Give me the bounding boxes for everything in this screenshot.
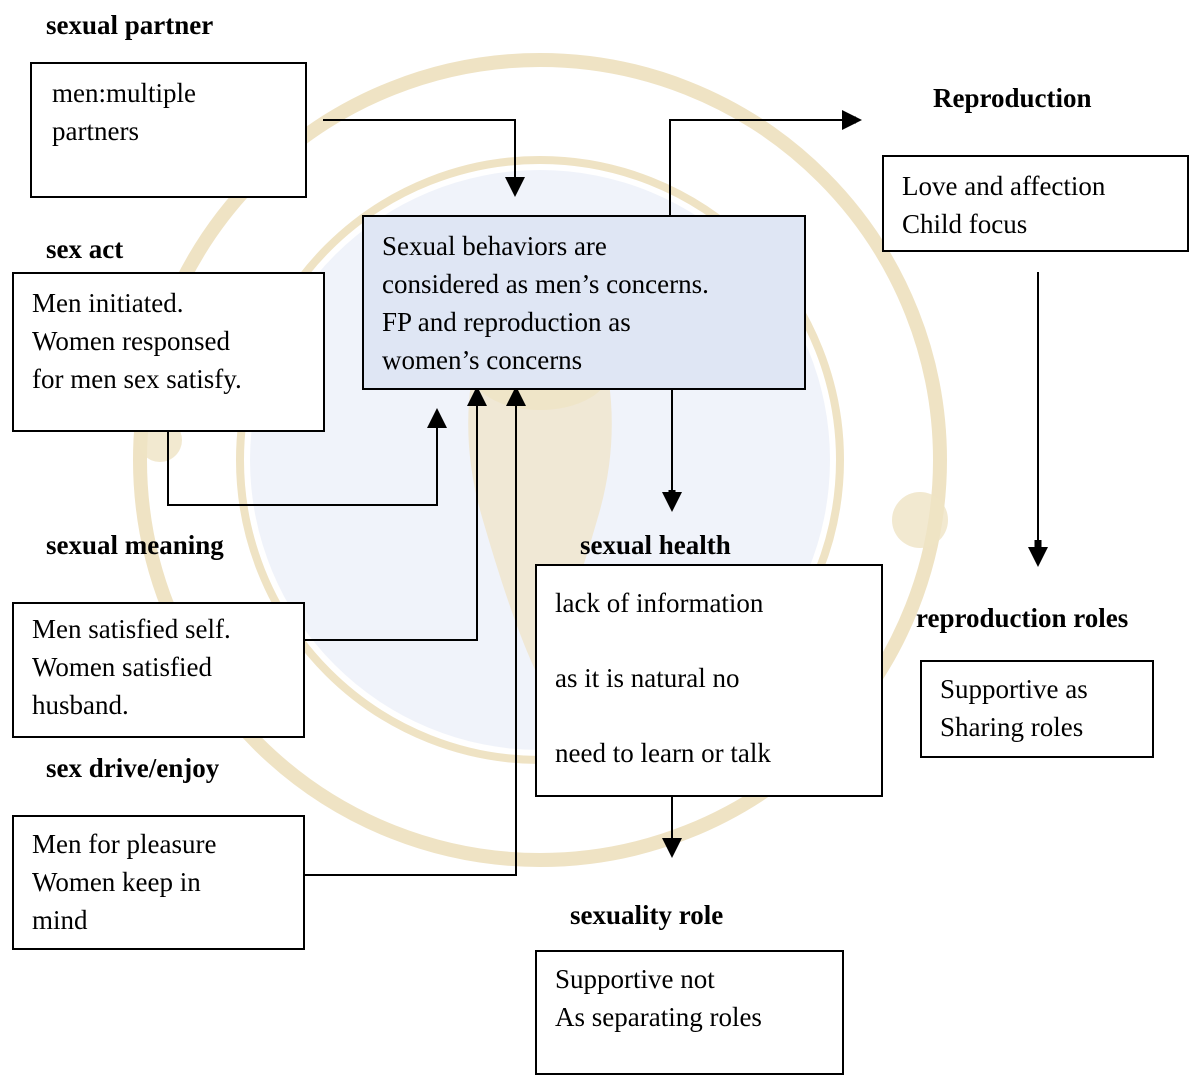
heading-sexual-meaning: sexual meaning (46, 530, 224, 560)
sexual-health-line-3: need to learn or talk (555, 738, 771, 768)
heading-sexuality-role: sexuality role (570, 900, 724, 930)
box-sexuality-role: Supportive not As separating roles (535, 950, 844, 1075)
reproduction-line-2: Child focus (902, 209, 1028, 239)
box-sexual-health: lack of information as it is natural no … (535, 564, 883, 797)
heading-sexual-health: sexual health (580, 530, 731, 560)
center-line-2: considered as men’s concerns. (382, 269, 709, 299)
sex-drive-line-3: mind (32, 905, 88, 935)
sexual-health-line-1: lack of information (555, 588, 764, 618)
sex-act-line-3: for men sex satisfy. (32, 364, 242, 394)
arrow-sexact-to-center (167, 408, 447, 506)
center-line-3: FP and reproduction as (382, 307, 631, 337)
box-sex-act: Men initiated. Women responsed for men s… (12, 272, 325, 432)
arrow-drive-to-center (305, 386, 526, 876)
reproduction-line-1: Love and affection (902, 171, 1106, 201)
sex-drive-line-2: Women keep in (32, 867, 201, 897)
arrow-meaning-to-center (305, 386, 487, 641)
sexual-meaning-line-2: Women satisfied (32, 652, 213, 682)
box-sexual-meaning: Men satisfied self. Women satisfied husb… (12, 602, 305, 738)
heading-sex-act: sex act (46, 234, 124, 264)
box-center-concerns: Sexual behaviors are considered as men’s… (362, 215, 806, 390)
arrow-center-to-reproduction (669, 110, 862, 215)
box-reproduction: Love and affection Child focus (882, 155, 1189, 252)
arrow-partner-to-center (323, 119, 525, 197)
heading-sex-drive: sex drive/enjoy (46, 753, 220, 783)
reproduction-roles-line-1: Supportive as (940, 674, 1088, 704)
sexual-partner-line-2: partners (52, 116, 139, 146)
heading-reproduction-roles: reproduction roles (916, 603, 1129, 633)
sexual-meaning-line-3: husband. (32, 690, 129, 720)
box-sex-drive: Men for pleasure Women keep in mind (12, 815, 305, 950)
heading-reproduction: Reproduction (933, 83, 1092, 113)
sexual-health-line-2: as it is natural no (555, 663, 740, 693)
sex-drive-line-1: Men for pleasure (32, 829, 217, 859)
sex-act-line-1: Men initiated. (32, 288, 184, 318)
sexual-meaning-line-1: Men satisfied self. (32, 614, 231, 644)
sexuality-role-line-1: Supportive not (555, 964, 715, 994)
heading-sexual-partner: sexual partner (46, 10, 214, 40)
box-sexual-partner: men:multiple partners (30, 62, 307, 198)
center-line-1: Sexual behaviors are (382, 231, 607, 261)
sexual-partner-line-1: men:multiple (52, 78, 196, 108)
center-line-4: women’s concerns (382, 345, 583, 375)
box-reproduction-roles: Supportive as Sharing roles (920, 660, 1154, 758)
sexuality-role-line-2: As separating roles (555, 1002, 762, 1032)
reproduction-roles-line-2: Sharing roles (940, 712, 1084, 742)
sex-act-line-2: Women responsed (32, 326, 231, 356)
